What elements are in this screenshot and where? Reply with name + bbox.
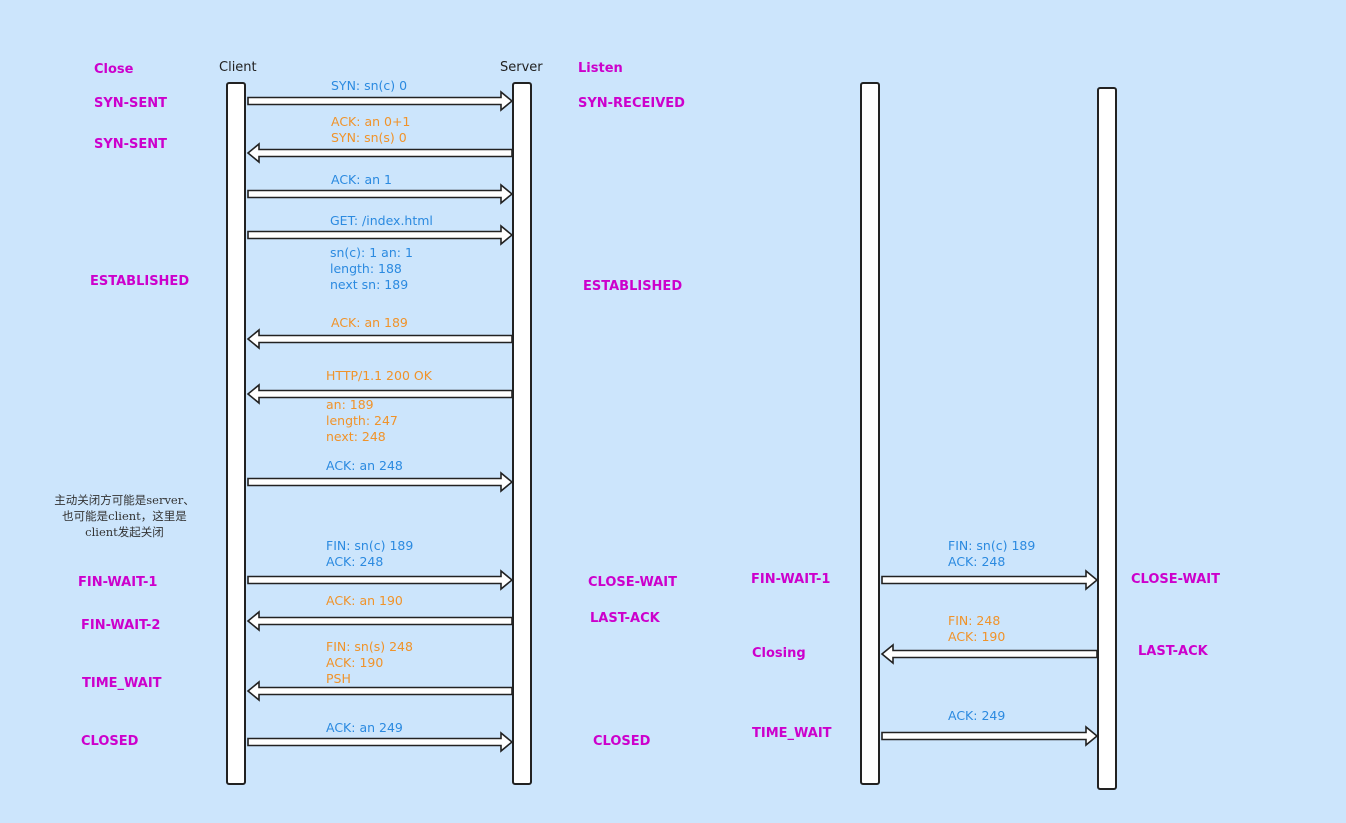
state-close: Close (94, 62, 134, 77)
right-state-closing: Closing (752, 646, 806, 661)
arrow-get (247, 224, 514, 246)
msg-line: an: 189 (326, 397, 374, 412)
msg-ack-189: ACK: an 189 (331, 315, 408, 331)
msg-line: length: 247 (326, 413, 398, 428)
arrow-fin-client (247, 569, 514, 591)
msg-line: ACK: 248 (948, 554, 1006, 569)
arrow-http-ok (246, 383, 513, 405)
msg-line: ACK: an 189 (331, 315, 408, 330)
server-header: Server (500, 60, 543, 75)
msg-line: ACK: an 190 (326, 593, 403, 608)
msg-fin-client: FIN: sn(c) 189 ACK: 248 (326, 538, 413, 570)
msg-line: SYN: sn(c) 0 (331, 78, 408, 93)
right-state-last-ack: LAST-ACK (1138, 644, 1208, 659)
msg-line: ACK: an 248 (326, 458, 403, 473)
server-state-established: ESTABLISHED (583, 279, 683, 294)
msg-line: ACK: 190 (948, 629, 1006, 644)
msg-line: HTTP/1.1 200 OK (326, 368, 432, 383)
msg-line: SYN: sn(s) 0 (331, 130, 407, 145)
right-state-close-wait: CLOSE-WAIT (1131, 572, 1220, 587)
msg-fin-server: FIN: sn(s) 248 ACK: 190 PSH (326, 639, 413, 687)
right-arrow-fin-client (881, 569, 1099, 591)
arrow-ack-249 (247, 731, 514, 753)
right-server-lifeline (1097, 87, 1117, 790)
msg-ack-190: ACK: an 190 (326, 593, 403, 609)
msg-line: sn(c): 1 an: 1 (330, 245, 413, 260)
state-established: ESTABLISHED (90, 274, 190, 289)
msg-line: FIN: 248 (948, 613, 1001, 628)
state-syn-sent-1: SYN-SENT (94, 96, 168, 111)
msg-get-detail: sn(c): 1 an: 1 length: 188 next sn: 189 (330, 245, 413, 293)
server-state-closed: CLOSED (593, 734, 651, 749)
msg-line: next sn: 189 (330, 277, 409, 292)
msg-syn: SYN: sn(c) 0 (331, 78, 407, 94)
server-state-syn-received: SYN-RECEIVED (578, 96, 685, 111)
msg-line: ACK: 248 (326, 554, 384, 569)
arrow-ack-190 (246, 610, 513, 632)
state-closed: CLOSED (81, 734, 139, 749)
right-msg-ack-249: ACK: 249 (948, 708, 1005, 724)
server-state-last-ack: LAST-ACK (590, 611, 660, 626)
msg-line: ACK: 190 (326, 655, 384, 670)
msg-line: ACK: an 0+1 (331, 114, 411, 129)
note-line: 也可能是client，这里是 (62, 509, 187, 523)
arrow-ack-189 (246, 328, 513, 350)
state-fin-wait-2: FIN-WAIT-2 (81, 618, 161, 633)
msg-line: GET: /index.html (330, 213, 433, 228)
server-state-listen: Listen (578, 61, 623, 76)
msg-get: GET: /index.html (330, 213, 433, 229)
msg-http-detail: an: 189 length: 247 next: 248 (326, 397, 398, 445)
arrow-ack-1 (247, 183, 514, 205)
state-time-wait: TIME_WAIT (82, 676, 162, 691)
client-lifeline (226, 82, 246, 785)
right-state-time-wait: TIME_WAIT (752, 726, 832, 741)
note-line: 主动关闭方可能是server、 (54, 493, 195, 507)
server-lifeline (512, 82, 532, 785)
msg-line: ACK: 249 (948, 708, 1006, 723)
msg-syn-ack: ACK: an 0+1 SYN: sn(s) 0 (331, 114, 410, 146)
state-fin-wait-1: FIN-WAIT-1 (78, 575, 158, 590)
msg-line: ACK: an 249 (326, 720, 403, 735)
right-arrow-fin-server (880, 643, 1098, 665)
arrow-syn-ack (246, 142, 513, 164)
msg-http-ok: HTTP/1.1 200 OK (326, 368, 432, 384)
msg-line: FIN: sn(s) 248 (326, 639, 413, 654)
msg-line: FIN: sn(c) 189 (326, 538, 414, 553)
msg-ack-1: ACK: an 1 (331, 172, 392, 188)
msg-line: length: 188 (330, 261, 402, 276)
msg-ack-249: ACK: an 249 (326, 720, 403, 736)
msg-line: next: 248 (326, 429, 386, 444)
right-state-fin-wait-1: FIN-WAIT-1 (751, 572, 831, 587)
close-initiator-note: 主动关闭方可能是server、 也可能是client，这里是 client发起关… (42, 492, 207, 540)
note-line: client发起关闭 (85, 525, 164, 539)
right-client-lifeline (860, 82, 880, 785)
arrow-fin-server (246, 680, 513, 702)
arrow-ack-248 (247, 471, 514, 493)
right-arrow-ack-249 (881, 725, 1099, 747)
right-msg-fin-server: FIN: 248 ACK: 190 (948, 613, 1005, 645)
arrow-syn (247, 90, 514, 112)
state-syn-sent-2: SYN-SENT (94, 137, 168, 152)
msg-line: PSH (326, 671, 351, 686)
msg-line: ACK: an 1 (331, 172, 392, 187)
msg-ack-248: ACK: an 248 (326, 458, 403, 474)
msg-line: FIN: sn(c) 189 (948, 538, 1036, 553)
server-state-close-wait: CLOSE-WAIT (588, 575, 677, 590)
client-header: Client (219, 60, 257, 75)
right-msg-fin-client: FIN: sn(c) 189 ACK: 248 (948, 538, 1035, 570)
